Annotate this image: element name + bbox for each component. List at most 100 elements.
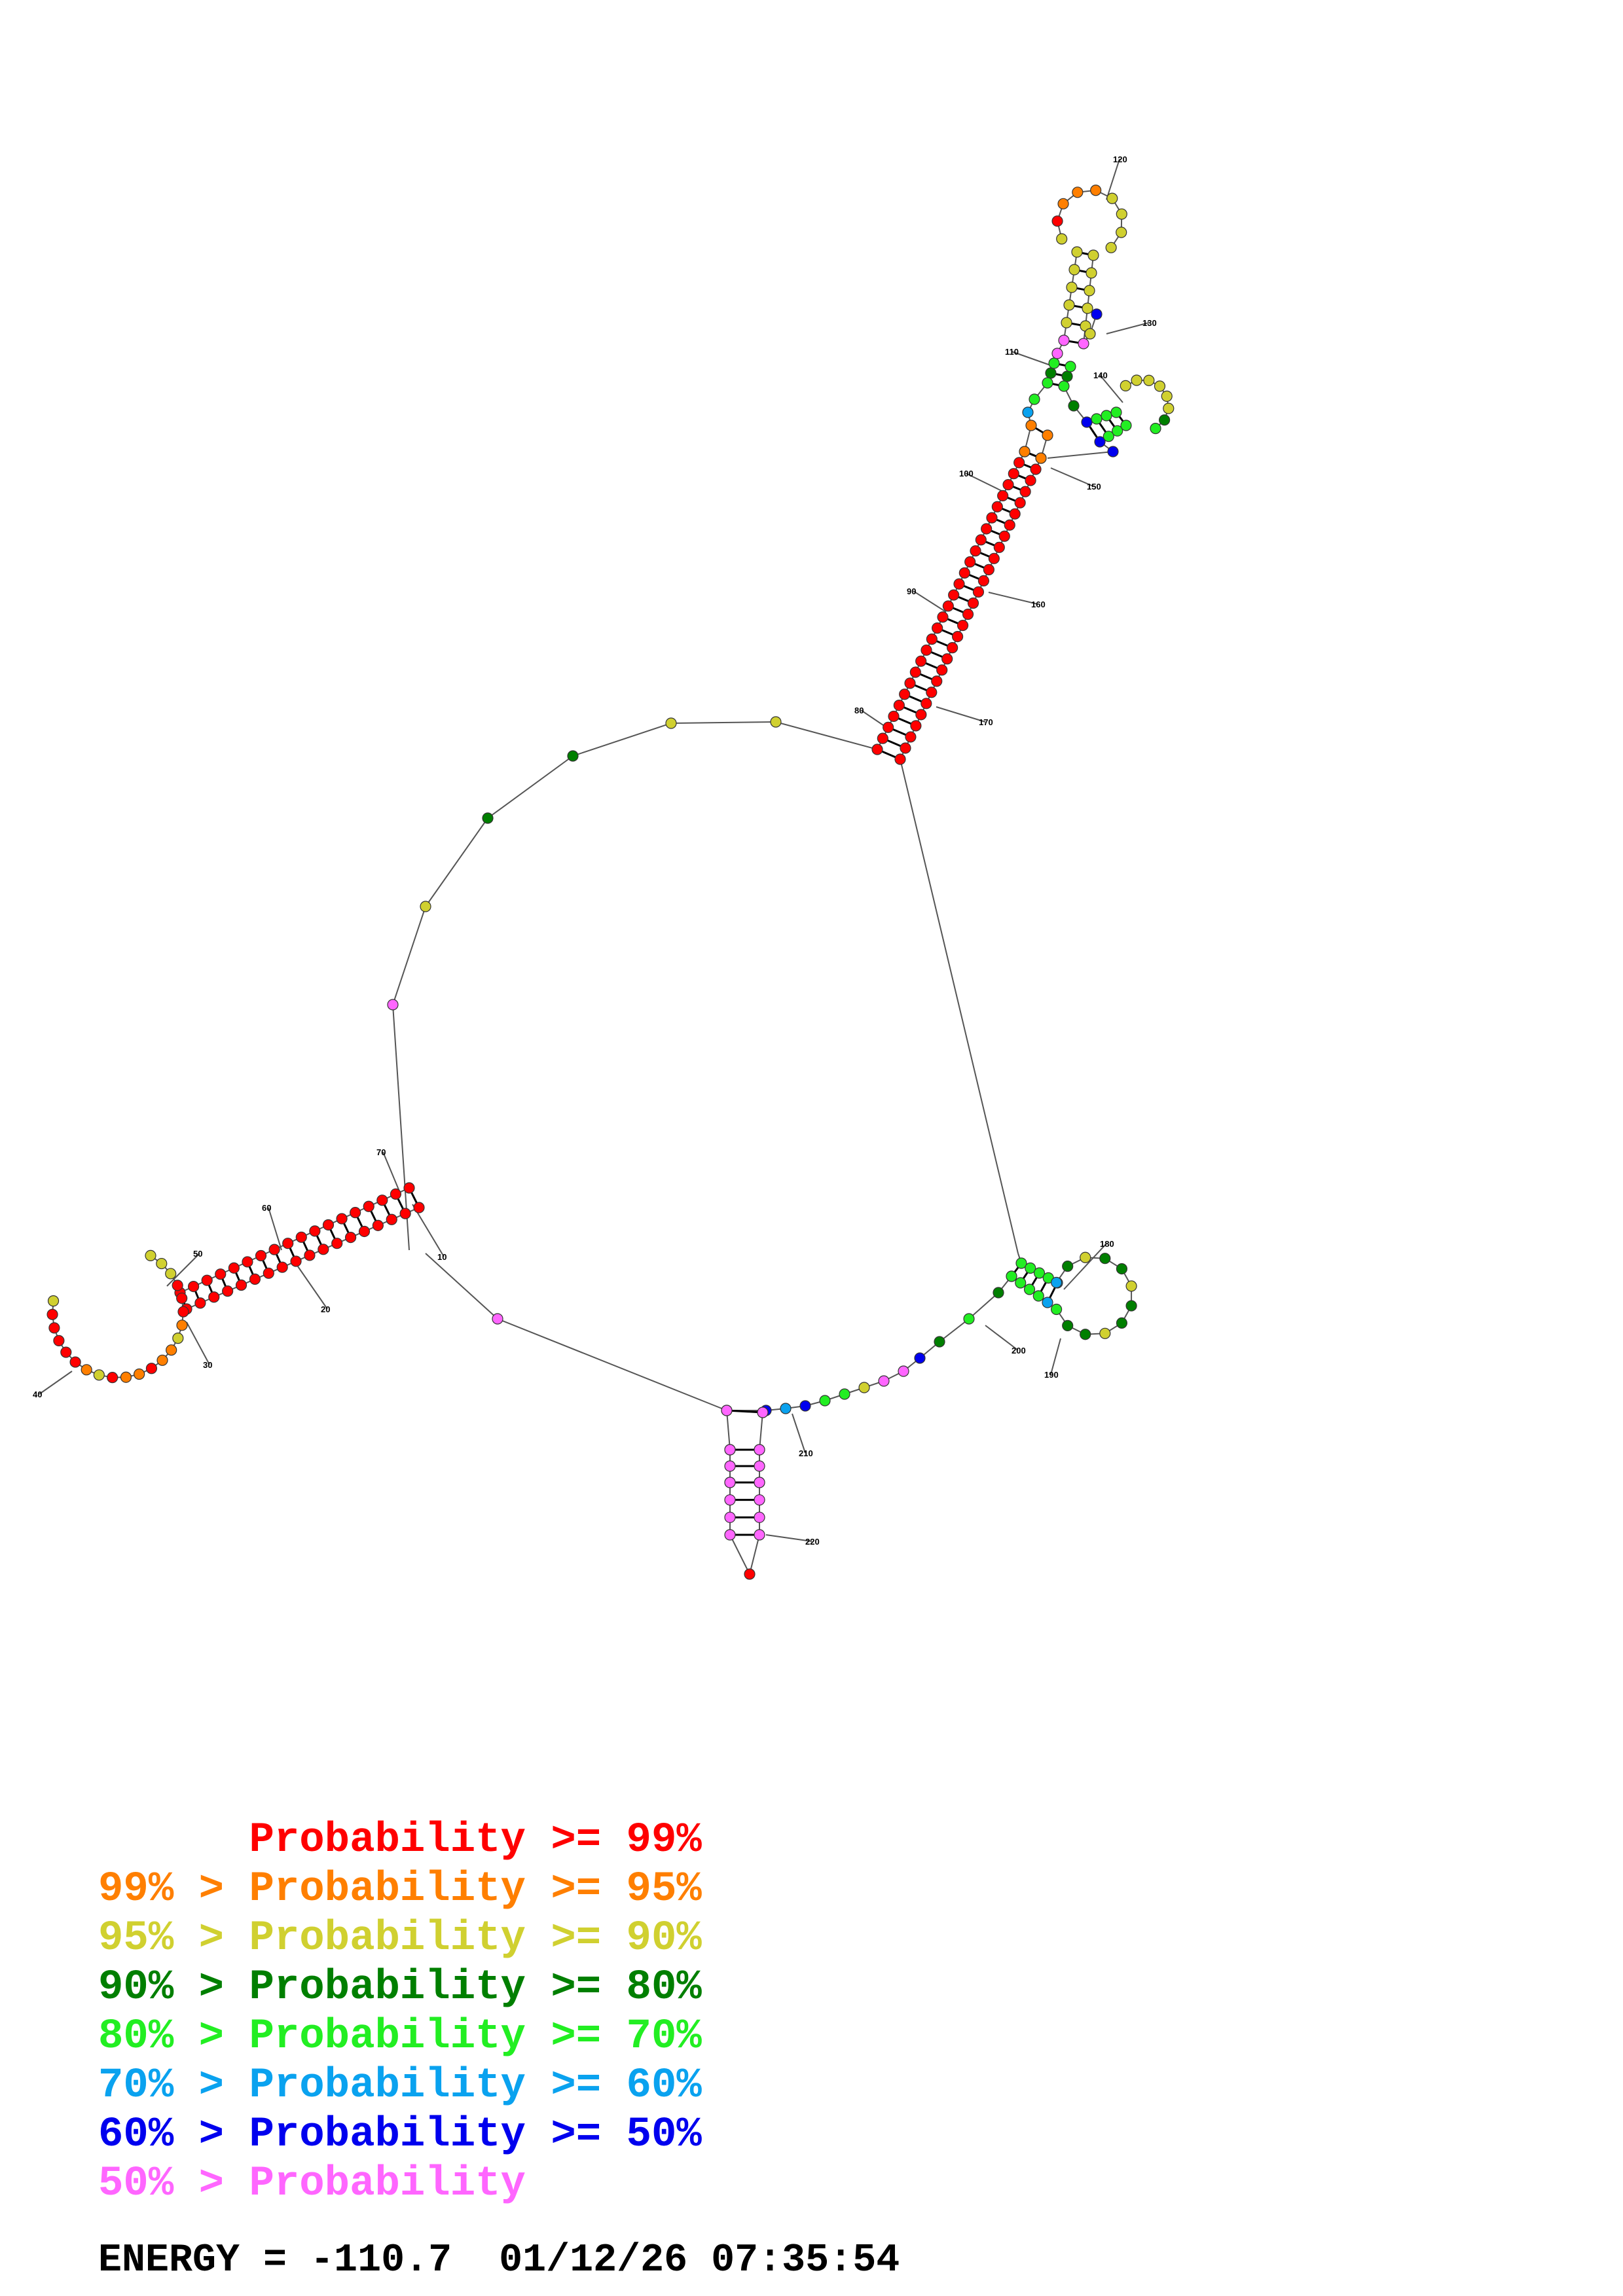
nucleotide-circle <box>1032 1290 1044 1302</box>
backbone-segment <box>765 1276 1012 1411</box>
nucleotide-circle <box>964 556 976 568</box>
nucleotide-circle <box>194 1297 206 1309</box>
nucleotide-circle <box>295 1231 307 1243</box>
nucleotide-circle <box>997 490 1009 502</box>
nucleotide-circle <box>1116 1317 1128 1329</box>
nucleotide-circle <box>242 1256 253 1268</box>
nucleotide-circle <box>1009 508 1021 520</box>
label-leader-line <box>1106 322 1150 334</box>
nucleotide-circle <box>993 1287 1004 1299</box>
nucleotide-circle <box>1101 410 1112 422</box>
nucleotide-circle <box>1013 457 1025 469</box>
legend-line: 80% > Probability >= 70% <box>98 2016 702 2058</box>
label-leader-line <box>860 709 888 728</box>
nucleotide-circle <box>898 1365 909 1377</box>
nucleotide-circle <box>235 1279 247 1291</box>
backbone-segment <box>877 451 1025 750</box>
nucleotide-circle <box>1051 348 1063 359</box>
position-label: 60 <box>262 1203 271 1213</box>
legend-prefix <box>98 1817 249 1864</box>
backbone-segment <box>759 1412 763 1450</box>
nucleotide-circle <box>877 732 888 744</box>
nucleotide-circle <box>1080 1251 1091 1263</box>
nucleotide-circle <box>931 675 943 687</box>
nucleotide-circle <box>858 1382 870 1393</box>
nucleotide-circle <box>724 1460 736 1472</box>
backbone-segment <box>729 1534 760 1576</box>
label-leader-line <box>39 1371 73 1395</box>
nucleotide-circle <box>975 534 987 546</box>
position-label: 20 <box>321 1304 330 1314</box>
nucleotide-circle <box>1065 361 1076 372</box>
nucleotide-circle <box>358 1225 371 1238</box>
nucleotide-circle <box>1004 519 1015 531</box>
nucleotide-circle <box>780 1403 792 1414</box>
label-leader-line <box>297 1266 328 1310</box>
nucleotide-circle <box>1062 1319 1074 1331</box>
nucleotide-circle <box>724 1511 736 1523</box>
nucleotide-circle <box>1062 1261 1074 1272</box>
nucleotide-circle <box>970 545 981 557</box>
base-pair-lines <box>179 251 1127 1536</box>
nucleotide-circle <box>724 1529 736 1541</box>
backbone-segment <box>900 759 1019 1254</box>
nucleotide-circle <box>492 1313 503 1325</box>
nucleotide-circle <box>1002 478 1014 491</box>
legend-text: Probability <box>249 2161 526 2208</box>
nucleotide-circle <box>176 1292 188 1304</box>
nucleotide-circle <box>309 1225 321 1237</box>
nucleotide-circle <box>1106 192 1118 204</box>
position-label: 80 <box>854 706 864 715</box>
position-label: 90 <box>907 586 916 596</box>
nucleotide-circle <box>1014 497 1026 509</box>
nucleotide-circle <box>1072 187 1084 198</box>
position-label: 10 <box>437 1252 447 1262</box>
nucleotide-circle <box>386 1213 397 1225</box>
nucleotide-circle <box>1085 267 1097 279</box>
nucleotide-circle <box>1008 468 1019 480</box>
legend-line: 90% > Probability >= 80% <box>98 1967 702 2009</box>
nucleotide-circle <box>1125 1280 1137 1292</box>
nucleotide-circle <box>1058 380 1070 392</box>
nucleotide-circle <box>744 1568 756 1580</box>
nucleotide-circle <box>1030 463 1042 475</box>
nucleotide-circle <box>942 600 954 612</box>
nucleotide-circle <box>304 1249 316 1261</box>
nucleotide-circle <box>1042 429 1053 441</box>
nucleotide-circle <box>1131 374 1142 386</box>
nucleotide-circle <box>934 1336 945 1348</box>
nucleotide-circle <box>1025 1262 1036 1274</box>
nucleotide-circle <box>1091 413 1103 425</box>
nucleotide-circle <box>951 630 964 643</box>
label-leader-line <box>1063 1243 1107 1290</box>
nucleotide-circle <box>93 1369 105 1381</box>
position-label: 40 <box>33 1390 42 1399</box>
nucleotide-circle <box>1051 215 1063 227</box>
nucleotide-circle <box>1159 414 1171 426</box>
nucleotide-circle <box>921 644 932 656</box>
label-leader-line <box>1011 351 1055 367</box>
nucleotide-circle <box>336 1213 348 1225</box>
label-leader-line <box>1106 158 1120 200</box>
legend-text: Probability >= 60% <box>249 2062 702 2109</box>
nucleotide-circle <box>986 512 998 524</box>
nucleotide-circle <box>988 552 1000 564</box>
label-leader-line <box>382 1151 400 1192</box>
nucleotide-circle <box>413 1202 425 1213</box>
nucleotide-circle <box>1071 246 1083 258</box>
nucleotide-circle <box>1035 452 1047 464</box>
legend-prefix: 80% > <box>98 2013 249 2060</box>
label-leader-line <box>186 1321 210 1365</box>
legend-line: 95% > Probability >= 90% <box>98 1918 702 1960</box>
nucleotide-circle <box>1081 416 1093 428</box>
legend-prefix: 50% > <box>98 2161 249 2208</box>
legend-prefix: 60% > <box>98 2111 249 2159</box>
nucleotide-circle <box>1042 377 1053 389</box>
nucleotide-circle <box>1112 425 1123 437</box>
nucleotide-circle <box>893 699 905 711</box>
nucleotide-circle <box>390 1188 402 1200</box>
nucleotide-circle <box>1068 264 1080 276</box>
position-label: 100 <box>959 469 974 478</box>
nucleotide-circle <box>1087 249 1099 261</box>
nucleotide-circle <box>249 1273 261 1285</box>
